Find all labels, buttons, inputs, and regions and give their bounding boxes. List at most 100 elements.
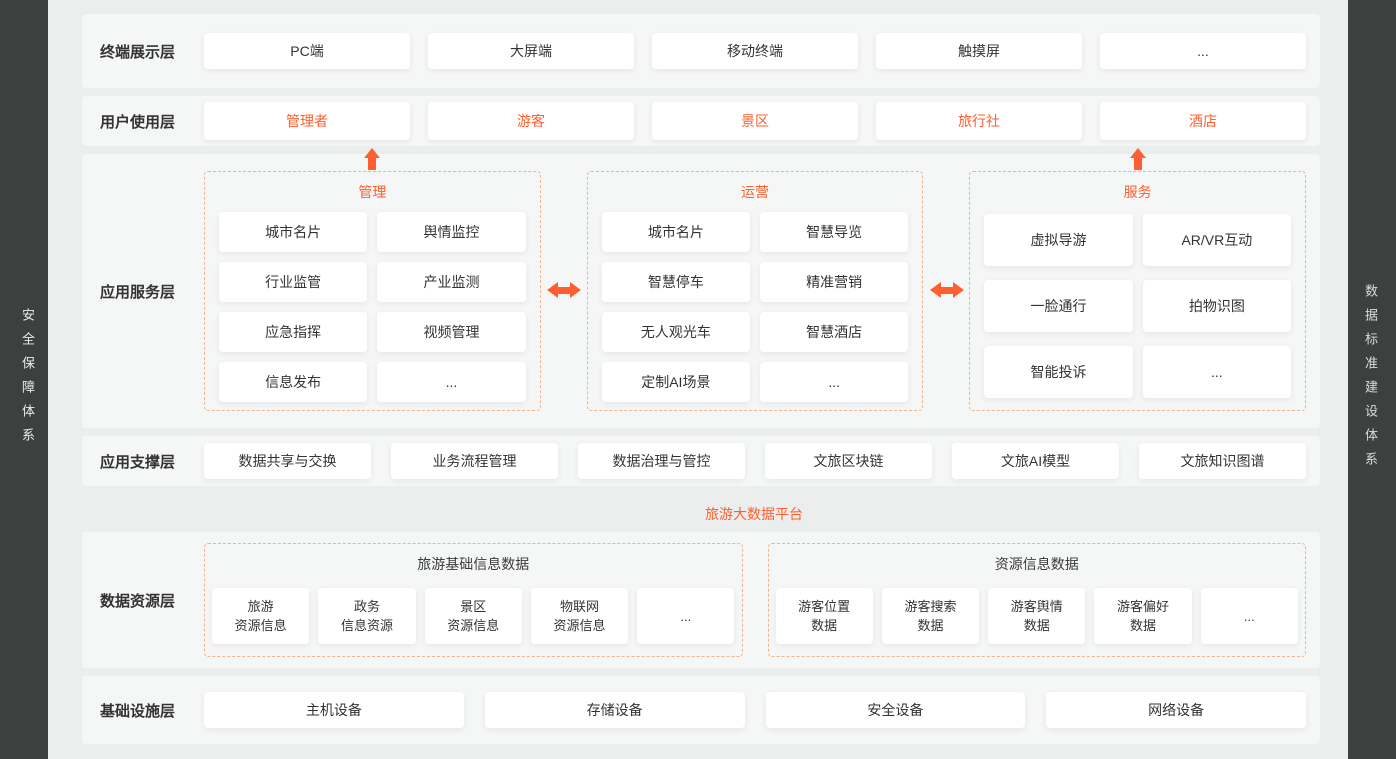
service-item-box: 定制AI场景 [601, 362, 750, 402]
service-item-box: ... [760, 362, 909, 402]
layer-app-support: 应用支撑层 数据共享与交换 业务流程管理 数据治理与管控 文旅区块链 文旅AI模… [82, 436, 1320, 486]
user-box: 旅行社 [876, 102, 1082, 140]
arrow-head [364, 148, 380, 158]
arrow-right-head [570, 282, 581, 298]
service-item-box: 无人观光车 [601, 312, 750, 352]
data-box: 游客搜索 数据 [881, 588, 980, 644]
tourism-base-data-row: 旅游 资源信息 政务 信息资源 景区 资源信息 物联网 资源信息 ... [212, 588, 735, 644]
service-item-box: 城市名片 [601, 212, 750, 252]
data-box: 政务 信息资源 [318, 588, 416, 644]
data-box: 景区 资源信息 [424, 588, 522, 644]
data-box: ... [1200, 588, 1298, 644]
support-box: 文旅知识图谱 [1139, 443, 1306, 479]
group-service-grid: 虚拟导游 AR/VR互动 一脸通行 拍物识图 智能投诉 ... [984, 214, 1292, 398]
data-box: 物联网 资源信息 [530, 588, 629, 644]
arrow-right-head [953, 282, 964, 298]
security-system-vertical-label: 安全保障体系 [20, 307, 35, 452]
layer-label: 应用服务层 [100, 283, 176, 301]
service-item-box: 视频管理 [377, 312, 526, 352]
double-arrow-icon [930, 282, 964, 298]
group-operation-grid: 城市名片 智慧导览 智慧停车 精准营销 无人观光车 智慧酒店 定制AI场景 ..… [601, 212, 909, 402]
group-title: 旅游基础信息数据 [417, 556, 530, 572]
arrow-stem [368, 158, 376, 170]
group-title: 服务 [1123, 184, 1152, 200]
layer-infrastructure: 基础设施层 主机设备 存储设备 安全设备 网络设备 [82, 676, 1320, 744]
data-box: 游客舆情 数据 [988, 588, 1086, 644]
layer-label: 用户使用层 [100, 113, 176, 131]
service-item-box: 行业监管 [219, 262, 368, 302]
service-item-box: ... [1142, 346, 1292, 398]
service-item-box: 智能投诉 [984, 346, 1133, 398]
service-item-box: 精准营销 [760, 262, 909, 302]
service-item-box: 智慧停车 [601, 262, 750, 302]
platform-banner: 旅游大数据平台 [705, 506, 803, 522]
layer-label: 终端展示层 [100, 43, 176, 61]
service-item-box: 应急指挥 [219, 312, 368, 352]
app-service-groups: 管理 城市名片 舆情监控 行业监管 产业监测 应急指挥 视频管理 信息发布 ..… [204, 171, 1307, 411]
infra-box: 存储设备 [484, 692, 745, 728]
data-box: 旅游 资源信息 [212, 588, 310, 644]
resource-info-data-row: 游客位置 数据 游客搜索 数据 游客舆情 数据 游客偏好 数据 ... [775, 588, 1299, 644]
support-box: 文旅AI模型 [952, 443, 1119, 479]
arrow-head [1130, 148, 1146, 158]
support-box: 数据治理与管控 [578, 443, 745, 479]
terminal-box-row: PC端 大屏端 移动终端 触摸屏 ... [204, 33, 1306, 69]
arrow-bar [558, 286, 570, 294]
data-box: ... [637, 588, 735, 644]
user-box-row: 管理者 游客 景区 旅行社 酒店 [204, 102, 1306, 140]
terminal-box: 移动终端 [652, 33, 858, 69]
terminal-box: PC端 [204, 33, 410, 69]
layer-data-resource: 数据资源层 旅游基础信息数据 旅游 资源信息 政务 信息资源 景区 资源信息 物… [82, 532, 1320, 668]
infra-box: 网络设备 [1046, 692, 1306, 728]
support-box: 业务流程管理 [391, 443, 558, 479]
user-box: 管理者 [204, 102, 410, 140]
support-box: 文旅区块链 [765, 443, 932, 479]
layer-label: 应用支撑层 [100, 453, 176, 471]
infra-box: 安全设备 [765, 692, 1026, 728]
group-operation: 运营 城市名片 智慧导览 智慧停车 精准营销 无人观光车 智慧酒店 定制AI场景… [586, 171, 924, 411]
terminal-box: 触摸屏 [876, 33, 1082, 69]
service-item-box: 虚拟导游 [984, 214, 1133, 266]
service-item-box: 智慧酒店 [760, 312, 909, 352]
group-title: 资源信息数据 [994, 556, 1079, 572]
group-management: 管理 城市名片 舆情监控 行业监管 产业监测 应急指挥 视频管理 信息发布 ..… [204, 171, 541, 411]
data-resource-groups: 旅游基础信息数据 旅游 资源信息 政务 信息资源 景区 资源信息 物联网 资源信… [204, 543, 1306, 657]
layer-user: 用户使用层 管理者 游客 景区 旅行社 酒店 [82, 96, 1320, 146]
terminal-box: ... [1100, 33, 1306, 69]
arrow-stem [1134, 158, 1142, 170]
group-title: 运营 [741, 184, 769, 200]
diagram-content: 终端展示层 PC端 大屏端 移动终端 触摸屏 ... 用户使用层 管理者 游客 … [48, 0, 1348, 759]
group-resource-info-data: 资源信息数据 游客位置 数据 游客搜索 数据 游客舆情 数据 游客偏好 数据 .… [767, 543, 1306, 657]
user-box: 酒店 [1100, 102, 1306, 140]
double-arrow-icon [547, 282, 581, 298]
service-item-box: 信息发布 [219, 362, 368, 402]
service-item-box: AR/VR互动 [1142, 214, 1292, 266]
up-arrow-icon [1130, 148, 1146, 170]
data-box: 游客偏好 数据 [1094, 588, 1192, 644]
user-box: 景区 [652, 102, 858, 140]
data-box: 游客位置 数据 [775, 588, 873, 644]
infra-box: 主机设备 [204, 692, 464, 728]
layer-app-service: 应用服务层 管理 城市名片 舆情监控 行业监管 产业监测 应急指挥 视频管理 信… [82, 154, 1320, 428]
user-box: 游客 [428, 102, 634, 140]
group-title: 管理 [358, 184, 387, 200]
service-item-box: 智慧导览 [760, 212, 909, 252]
arrow-left-head [547, 282, 558, 298]
service-item-box: 舆情监控 [377, 212, 526, 252]
support-box-row: 数据共享与交换 业务流程管理 数据治理与管控 文旅区块链 文旅AI模型 文旅知识… [204, 443, 1306, 479]
service-item-box: 拍物识图 [1142, 280, 1292, 332]
group-tourism-base-data: 旅游基础信息数据 旅游 资源信息 政务 信息资源 景区 资源信息 物联网 资源信… [204, 543, 743, 657]
service-item-box: 一脸通行 [984, 280, 1133, 332]
group-service: 服务 虚拟导游 AR/VR互动 一脸通行 拍物识图 智能投诉 ... [969, 171, 1307, 411]
service-item-box: 城市名片 [219, 212, 368, 252]
terminal-box: 大屏端 [428, 33, 634, 69]
up-arrow-icon [364, 148, 380, 170]
data-standard-vertical-label: 数据标准建设体系 [1363, 283, 1378, 476]
arrow-bar [941, 286, 953, 294]
service-item-box: 产业监测 [377, 262, 526, 302]
group-management-grid: 城市名片 舆情监控 行业监管 产业监测 应急指挥 视频管理 信息发布 ... [219, 212, 526, 402]
arrow-left-head [930, 282, 941, 298]
layer-label: 数据资源层 [100, 592, 176, 610]
service-item-box: ... [377, 362, 526, 402]
